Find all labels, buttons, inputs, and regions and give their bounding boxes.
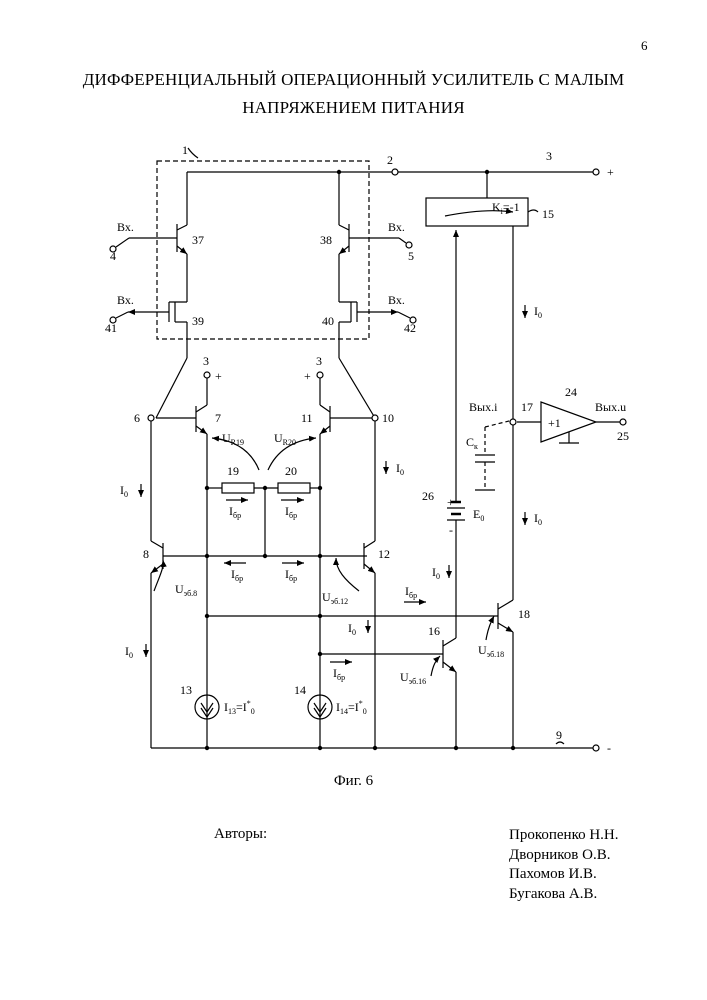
- author-name: Пахомов И.В.: [509, 865, 619, 885]
- label-38: 38: [320, 233, 332, 247]
- input-label-5: Вх.: [388, 220, 405, 234]
- i0-label-a: I0: [120, 483, 128, 499]
- label-1: 1: [182, 143, 188, 157]
- ur20-label: UR20: [274, 431, 296, 447]
- authors-label: Авторы:: [214, 826, 267, 843]
- label-39: 39: [192, 314, 204, 328]
- label-17: 17: [521, 400, 533, 414]
- label-37: 37: [192, 233, 204, 247]
- ueb18-label: Uэб.18: [478, 643, 504, 659]
- ibr-label-b: Iбр: [285, 504, 297, 520]
- label-19: 19: [227, 464, 239, 478]
- label-10: 10: [382, 411, 394, 425]
- label-42: 42: [404, 321, 416, 335]
- input-label-41: Вх.: [117, 293, 134, 307]
- input-label-4: Вх.: [117, 220, 134, 234]
- buffer-gain: +1: [548, 416, 561, 430]
- author-name: Дворников О.В.: [509, 846, 619, 866]
- label-14: 14: [294, 683, 306, 697]
- ur19-label: UR19: [222, 431, 244, 447]
- ibr-label-e: Iбр: [405, 584, 417, 600]
- label-20: 20: [285, 464, 297, 478]
- label-26: 26: [422, 489, 434, 503]
- ueb12-label: Uэб.12: [322, 590, 348, 606]
- label-9: 9: [556, 728, 562, 742]
- i0-label-f: I0: [534, 304, 542, 320]
- i0-label-g: I0: [534, 511, 542, 527]
- label-41: 41: [105, 321, 117, 335]
- i0-label-e: I0: [432, 565, 440, 581]
- label-16: 16: [428, 624, 440, 638]
- gain-block-label: Ki=-1: [492, 200, 520, 216]
- ibr-label-c: Iбр: [231, 567, 243, 583]
- battery-minus: -: [449, 523, 453, 537]
- label-11: 11: [301, 411, 313, 425]
- ibr-label-d: Iбр: [285, 567, 297, 583]
- label-7: 7: [215, 411, 221, 425]
- ueb8-label: Uэб.8: [175, 582, 197, 598]
- battery-label: E0: [473, 507, 484, 523]
- figure-caption: Фиг. 6: [0, 773, 707, 790]
- ibr-label-a: Iбр: [229, 504, 241, 520]
- battery-plus: +: [447, 495, 454, 509]
- i0-label-d: I0: [348, 621, 356, 637]
- label-18: 18: [518, 607, 530, 621]
- i0-label-c: I0: [125, 644, 133, 660]
- ueb16-label: Uэб.16: [400, 670, 426, 686]
- label-24: 24: [565, 385, 577, 399]
- capacitor-label: Cк: [466, 435, 478, 451]
- output-u-label: Вых.u: [595, 400, 626, 414]
- output-i-label: Вых.i: [469, 400, 498, 414]
- authors-list: Прокопенко Н.Н. Дворников О.В. Пахомов И…: [509, 826, 619, 904]
- label-plus-3b: +: [304, 369, 311, 383]
- label-3-top: 3: [546, 149, 552, 163]
- i13-label: I13=I*0: [224, 699, 255, 716]
- label-3a: 3: [203, 354, 209, 368]
- label-15: 15: [542, 207, 554, 221]
- i14-label: I14=I*0: [336, 699, 367, 716]
- input-label-42: Вх.: [388, 293, 405, 307]
- label-13: 13: [180, 683, 192, 697]
- author-name: Прокопенко Н.Н.: [509, 826, 619, 846]
- label-plus-top: +: [607, 165, 614, 179]
- label-6: 6: [134, 411, 140, 425]
- ibr-label-f: Iбр: [333, 666, 345, 682]
- block-1-boundary: [157, 161, 369, 339]
- label-5: 5: [408, 249, 414, 263]
- i0-label-b: I0: [396, 461, 404, 477]
- label-8: 8: [143, 547, 149, 561]
- label-40: 40: [322, 314, 334, 328]
- label-2: 2: [387, 153, 393, 167]
- label-4: 4: [110, 249, 116, 263]
- label-plus-3a: +: [215, 369, 222, 383]
- label-25: 25: [617, 429, 629, 443]
- label-3b: 3: [316, 354, 322, 368]
- author-name: Бугакова А.В.: [509, 885, 619, 905]
- label-minus-bottom: -: [607, 741, 611, 755]
- label-12: 12: [378, 547, 390, 561]
